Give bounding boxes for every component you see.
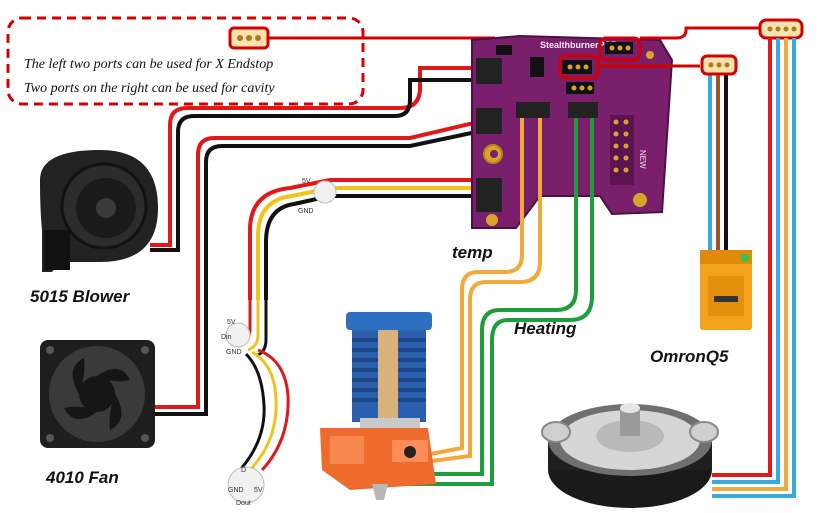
svg-text:D: D <box>241 467 246 474</box>
fan-red-wire <box>150 116 496 409</box>
heating-label: Heating <box>514 319 577 338</box>
fan-label: 4010 Fan <box>46 468 119 487</box>
hotend-icon <box>320 312 436 500</box>
svg-text:5V: 5V <box>227 319 236 326</box>
note-box <box>6 16 365 106</box>
blower-black-wire <box>150 78 495 252</box>
svg-text:Din: Din <box>221 334 232 341</box>
thermistor-wire-1 <box>419 118 524 458</box>
svg-text:GND: GND <box>226 349 242 356</box>
blower-red-wire <box>150 66 495 247</box>
led-gnd-label: GND <box>298 208 314 215</box>
fan-black-wire <box>150 126 496 416</box>
motor-connector-highlight <box>758 18 804 40</box>
led-board-middle: 5V Din GND <box>221 319 251 356</box>
blower-label: 5015 Blower <box>30 287 130 306</box>
stepper-motor-icon <box>541 403 719 508</box>
endstop-connector-icon <box>228 26 270 50</box>
led-dout-label: Dout <box>236 500 251 507</box>
note-line-2: Two ports on the right can be used for c… <box>24 81 275 96</box>
motor-red-wire <box>640 26 762 40</box>
note-line-1: The left two ports can be used for X End… <box>24 57 274 72</box>
pcb-endstop-port-highlight <box>598 36 642 62</box>
sensor-label: OmronQ5 <box>650 347 729 366</box>
heater-wire-2 <box>370 118 594 486</box>
svg-text:5V: 5V <box>254 487 263 494</box>
heater-wire-1 <box>358 118 578 476</box>
axial-fan-icon <box>40 340 155 448</box>
motor-wire-orange <box>712 38 788 491</box>
svg-text:GND: GND <box>228 487 244 494</box>
pcb-title: StealthburnerPCB <box>540 40 618 50</box>
temp-label: temp <box>452 243 493 262</box>
led-5v-label: 5V <box>302 178 311 185</box>
motor-wire-blue-2 <box>712 38 796 498</box>
thermistor-wire-2 <box>423 118 542 464</box>
motor-wire-red <box>712 38 772 477</box>
blower-fan-icon <box>40 150 158 272</box>
pcb-probe-port-highlight <box>558 54 600 80</box>
led-board-top: 5V GND <box>298 178 337 215</box>
inductive-probe-icon <box>700 250 752 330</box>
led-board-bottom: D GND 5V Dout <box>227 466 265 507</box>
pcb-side-text: NEW <box>638 150 647 169</box>
motor-wire-blue-1 <box>712 38 780 484</box>
